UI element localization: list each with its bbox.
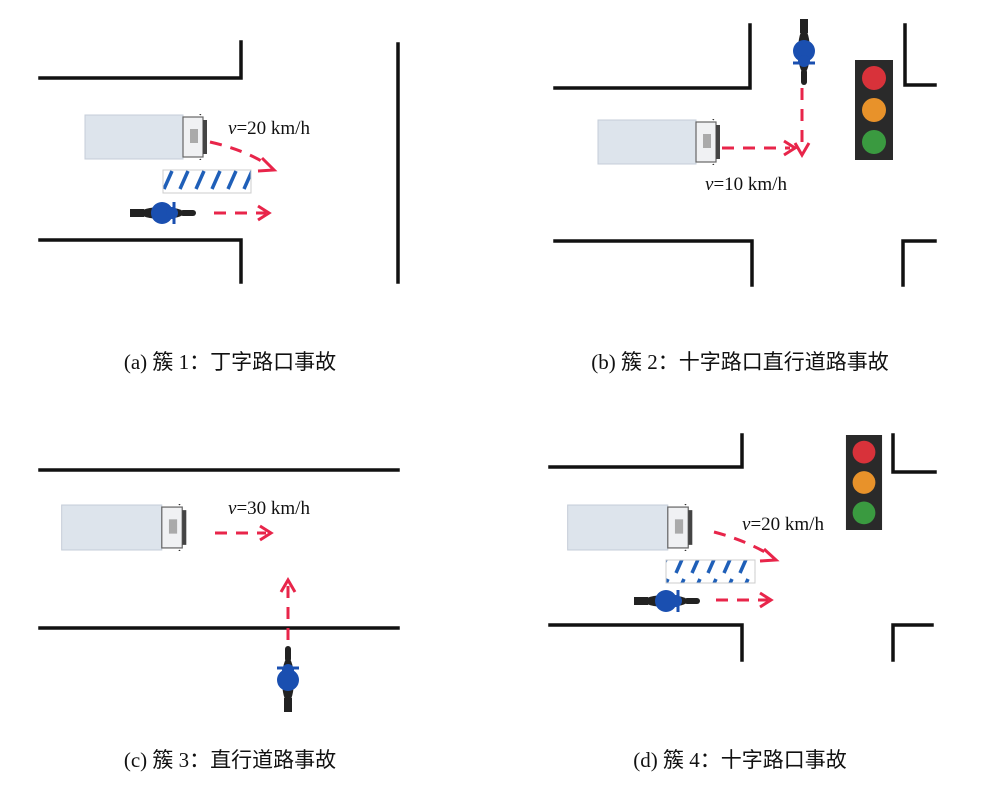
motorcycle: [275, 644, 301, 714]
motorcycle: [632, 588, 702, 614]
arrow-head: [783, 139, 798, 157]
arrow-head: [793, 142, 811, 158]
truck: [60, 504, 188, 551]
motorcycle: [791, 17, 817, 87]
speed-label: v=10 km/h: [705, 174, 787, 195]
arrow-head: [257, 204, 272, 222]
crosswalk: [665, 559, 756, 584]
truck-path-arrow: [713, 530, 771, 557]
arrow-head: [259, 524, 274, 542]
truck-path-arrow: [209, 140, 269, 167]
arrow-head: [279, 577, 297, 593]
road-edge: [903, 23, 937, 87]
truck: [597, 119, 721, 165]
speed-label: v=30 km/h: [228, 498, 310, 519]
crosswalk: [162, 169, 252, 194]
truck: [566, 504, 694, 551]
arrow-head: [257, 156, 278, 173]
panel-b-crossroad-straight: v=10 km/h (b) 簇 2：十字路口直行道路事故: [553, 17, 937, 374]
road-edge: [548, 623, 744, 662]
caption-a: (a) 簇 1：丁字路口事故: [124, 350, 336, 374]
caption-c: (c) 簇 3：直行道路事故: [124, 748, 336, 772]
road-edge: [553, 23, 752, 90]
traffic-light: [855, 60, 893, 160]
road-edge: [901, 239, 937, 287]
road-edge: [891, 433, 937, 474]
caption-b: (b) 簇 2：十字路口直行道路事故: [591, 350, 889, 374]
motorcycle: [128, 200, 198, 226]
panel-a-t-junction: v=20 km/h (a) 簇 1：丁字路口事故: [38, 40, 400, 374]
road-edge: [548, 433, 744, 469]
road-edge: [38, 40, 243, 80]
road-edge: [891, 623, 934, 662]
arrow-head: [759, 547, 780, 563]
speed-label: v=20 km/h: [742, 514, 824, 535]
traffic-light: [845, 435, 883, 530]
road-edge: [38, 238, 243, 284]
panel-c-straight-road: v=30 km/h (c) 簇 3：直行道路事故: [38, 468, 400, 772]
arrow-head: [759, 591, 774, 609]
caption-d: (d) 簇 4：十字路口事故: [633, 748, 847, 772]
panel-d-crossroad: v=20 km/h (d) 簇 4：十字路口事故: [548, 433, 937, 772]
speed-label: v=20 km/h: [228, 118, 310, 139]
truck: [84, 114, 208, 160]
road-edge: [553, 239, 754, 287]
